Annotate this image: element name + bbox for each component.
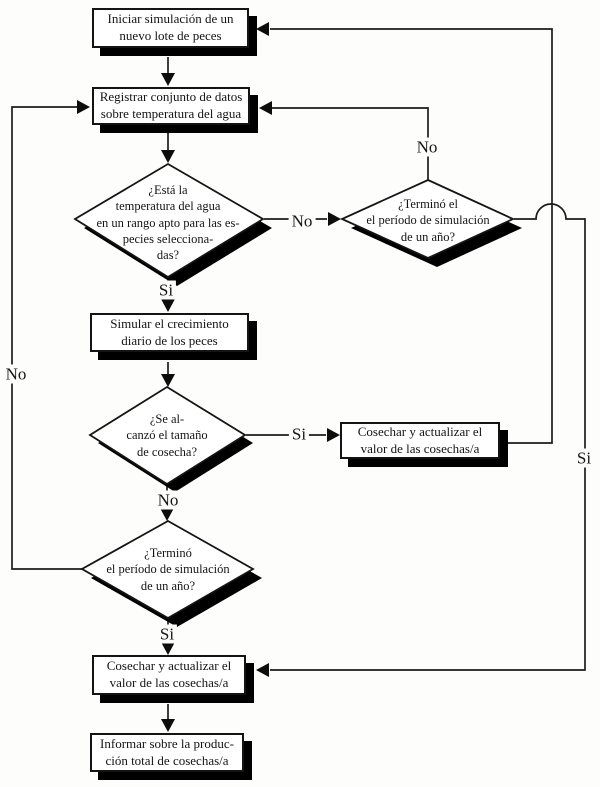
arrowhead: [161, 150, 175, 163]
arrowhead: [256, 663, 269, 677]
process-report-label: Informar sobre la produc- ción total de …: [100, 735, 234, 768]
process-report-production: Informar sobre la produc- ción total de …: [90, 733, 244, 772]
process-harvest-update-bottom: Cosechar y actualizar el valor de las co…: [92, 655, 246, 695]
process-register-label: Registrar conjunto de datos sobre temper…: [99, 89, 243, 121]
edge-register-to-temp-check: [161, 132, 175, 163]
edge-size-si-to-harvest-right: [246, 428, 340, 442]
arrowhead: [161, 73, 175, 86]
arrowhead: [161, 719, 175, 732]
decision-year-right-shape: [339, 179, 522, 267]
edge-label-size-si: Si: [288, 424, 310, 444]
process-harvest-update-right: Cosechar y actualizar el valor de las co…: [340, 422, 500, 459]
edge-label-year-right-si: Si: [573, 448, 595, 468]
process-register-temp-data: Registrar conjunto de datos sobre temper…: [92, 87, 250, 125]
edge-year-right-no-to-register: [259, 101, 429, 180]
process-simulate-label: Simular el crecimiento diario de los pec…: [110, 315, 229, 348]
edge-simulate-to-size-check: [161, 362, 175, 387]
process-harvest-right-label: Cosechar y actualizar el valor de las co…: [357, 423, 483, 456]
arrowhead: [77, 100, 90, 114]
edge-start-to-register: [161, 57, 175, 86]
arrowhead: [161, 374, 175, 387]
arrowhead: [161, 642, 175, 655]
edge-label-size-no: No: [154, 490, 182, 510]
process-harvest-bottom-label: Cosechar y actualizar el valor de las co…: [106, 658, 232, 690]
arrowhead: [256, 22, 269, 36]
arrowhead: [327, 428, 340, 442]
edge-label-year-left-si: Si: [156, 624, 178, 644]
edge-year-right-si-to-harvest-bottom: [256, 203, 586, 677]
decision-size-shape: [88, 385, 253, 492]
arrowhead: [328, 212, 341, 226]
decision-year-left-shape: [80, 519, 262, 627]
arrowhead: [259, 101, 272, 115]
process-start-label: Iniciar simulación de un nuevo lote de p…: [107, 11, 234, 43]
arrowhead: [161, 299, 175, 312]
edge-year-left-no-loop-to-register: [11, 100, 90, 570]
edge-harvest-right-loop-to-start: [256, 22, 553, 444]
process-start: Iniciar simulación de un nuevo lote de p…: [92, 8, 249, 48]
edge-label-year-right-no: No: [413, 137, 441, 157]
edge-harvest-bottom-to-report: [161, 704, 175, 732]
edge-label-temp-si: Si: [155, 280, 177, 300]
decision-temp-range-shape: [73, 162, 272, 286]
edge-label-temp-no: No: [288, 211, 316, 231]
arrowhead: [160, 508, 174, 521]
edge-label-year-left-no: No: [2, 364, 30, 384]
process-simulate-growth: Simular el crecimiento diario de los pec…: [90, 313, 249, 352]
